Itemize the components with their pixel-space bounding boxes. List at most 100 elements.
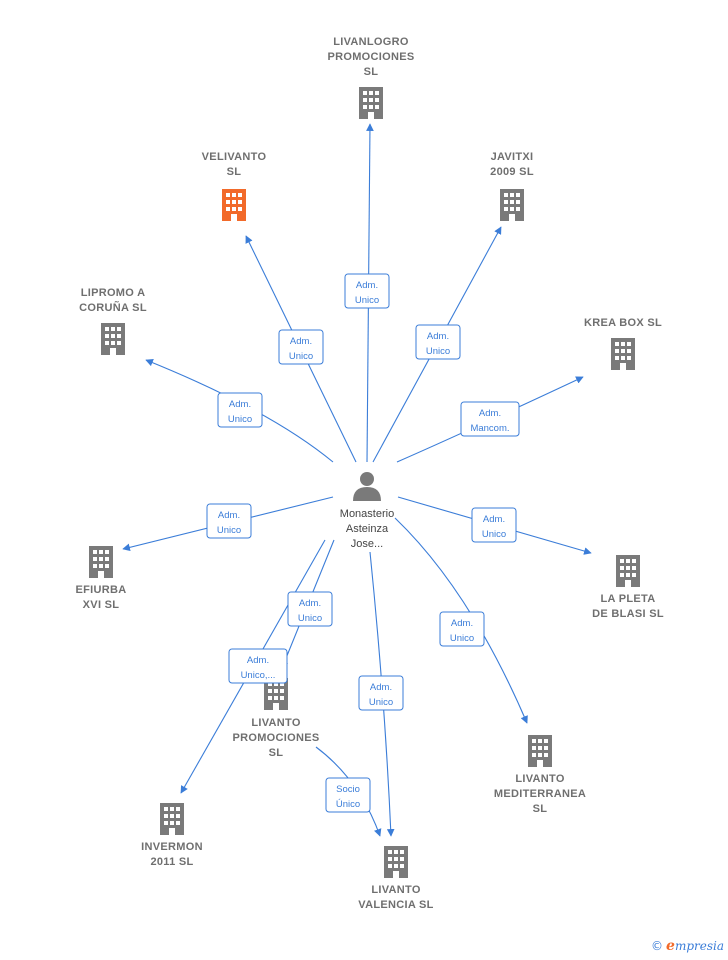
copyright-footer: ©empresia bbox=[651, 938, 724, 954]
role-text-line: Adm. bbox=[229, 399, 251, 410]
company-node-kreabox[interactable]: KREA BOX SL bbox=[584, 317, 662, 370]
company-node-livantomed[interactable]: LIVANTO MEDITERRANEA SL bbox=[494, 735, 586, 815]
role-text-line: Adm. bbox=[479, 408, 501, 419]
company-node-invermon[interactable]: INVERMON 2011 SL bbox=[141, 803, 203, 868]
role-text-line: Unico bbox=[228, 414, 252, 425]
company-name-line: PROMOCIONES bbox=[327, 51, 414, 63]
role-badge-livanlogro[interactable]: Adm. Unico bbox=[344, 273, 390, 309]
edges-layer bbox=[122, 123, 592, 837]
role-badge-invermon[interactable]: Adm. Unico,... bbox=[228, 648, 288, 684]
role-badge-box bbox=[358, 675, 404, 711]
role-text-line: Adm. bbox=[356, 280, 378, 291]
role-badge-livantopromo[interactable]: Adm. Unico bbox=[287, 591, 333, 627]
building-icon bbox=[222, 189, 246, 221]
nodes-layer: LIVANLOGRO PROMOCIONES SL VELIVANTO SL JAVITX… bbox=[76, 36, 664, 911]
role-text-line: Adm. bbox=[427, 331, 449, 342]
role-badge-box bbox=[471, 507, 517, 543]
company-name-line: LIVANTO bbox=[515, 773, 565, 785]
company-node-lapleta[interactable]: LA PLETA DE BLASI SL bbox=[592, 555, 664, 620]
company-name-line: KREA BOX SL bbox=[584, 317, 662, 329]
person-name-line: Asteinza bbox=[346, 523, 389, 535]
company-name-line: 2009 SL bbox=[490, 166, 534, 178]
role-badge-velivanto[interactable]: Adm. Unico bbox=[278, 329, 324, 365]
building-icon bbox=[384, 846, 408, 878]
role-text-line: Adm. bbox=[299, 598, 321, 609]
company-name-line: CORUÑA SL bbox=[79, 301, 147, 314]
company-name-line: SL bbox=[533, 803, 548, 815]
company-node-livantopromo[interactable]: LIVANTO PROMOCIONES SL bbox=[232, 678, 319, 759]
building-icon bbox=[500, 189, 524, 221]
role-text-line: Adm. bbox=[483, 514, 505, 525]
company-name-line: SL bbox=[269, 747, 284, 759]
building-icon bbox=[611, 338, 635, 370]
role-text-line: Adm. bbox=[451, 618, 473, 629]
role-text-line: Adm. bbox=[247, 655, 269, 666]
role-badge-box bbox=[278, 329, 324, 365]
role-text-line: Adm. bbox=[290, 336, 312, 347]
role-badge-box bbox=[439, 611, 485, 647]
building-icon bbox=[528, 735, 552, 767]
role-text-line: Adm. bbox=[370, 682, 392, 693]
role-text-line: Unico bbox=[355, 295, 379, 306]
edge-livantomed bbox=[394, 517, 528, 724]
company-name-line: XVI SL bbox=[83, 599, 120, 611]
company-node-velivanto[interactable]: VELIVANTO SL bbox=[202, 151, 267, 221]
role-text-line: Mancom. bbox=[470, 423, 509, 434]
building-icon bbox=[160, 803, 184, 835]
role-badge-box bbox=[460, 401, 520, 437]
brand-initial: e bbox=[666, 938, 675, 954]
company-name-line: LIVANTO bbox=[251, 717, 301, 729]
role-text-line: Unico,... bbox=[241, 670, 276, 681]
company-name-line: DE BLASI SL bbox=[592, 608, 664, 620]
company-name-line: SL bbox=[227, 166, 242, 178]
role-badge-box bbox=[206, 503, 252, 539]
role-text-line: Socio bbox=[336, 784, 360, 795]
role-text-line: Unico bbox=[217, 525, 241, 536]
company-name-line: LIVANLOGRO bbox=[333, 36, 409, 48]
company-name-line: PROMOCIONES bbox=[232, 732, 319, 744]
role-badge-lapleta[interactable]: Adm. Unico bbox=[471, 507, 517, 543]
company-name-line: VELIVANTO bbox=[202, 151, 267, 163]
role-badge-livantoval[interactable]: Adm. Unico bbox=[358, 675, 404, 711]
role-badge-lipromo[interactable]: Adm. Unico bbox=[217, 392, 263, 428]
person-name-line: Jose... bbox=[351, 538, 383, 550]
company-name-line: JAVITXI bbox=[491, 151, 534, 163]
role-text-line: Unico bbox=[289, 351, 313, 362]
building-icon bbox=[89, 546, 113, 578]
building-icon bbox=[359, 87, 383, 119]
company-name-line: INVERMON bbox=[141, 841, 203, 853]
role-text-line: Adm. bbox=[218, 510, 240, 521]
company-name-line: LA PLETA bbox=[601, 593, 656, 605]
company-name-line: 2011 SL bbox=[150, 856, 193, 868]
brand-name: mpresia bbox=[674, 939, 724, 953]
role-badge-box bbox=[344, 273, 390, 309]
role-badge-box bbox=[415, 324, 461, 360]
role-badge-kreabox[interactable]: Adm. Mancom. bbox=[460, 401, 520, 437]
center-person-node[interactable]: MonasterioAsteinzaJose... bbox=[340, 472, 394, 550]
company-name-line: MEDITERRANEA bbox=[494, 788, 586, 800]
role-text-line: Unico bbox=[426, 346, 450, 357]
company-name-line: LIVANTO bbox=[371, 884, 421, 896]
company-node-lipromo[interactable]: LIPROMO A CORUÑA SL bbox=[79, 287, 147, 355]
role-badge-efiurba[interactable]: Adm. Unico bbox=[206, 503, 252, 539]
role-text-line: Unico bbox=[298, 613, 322, 624]
company-name-line: SL bbox=[364, 66, 379, 78]
person-icon bbox=[353, 472, 381, 501]
role-text-line: Unico bbox=[482, 529, 506, 540]
company-node-javitxi[interactable]: JAVITXI 2009 SL bbox=[490, 151, 534, 221]
role-badge-javitxi[interactable]: Adm. Unico bbox=[415, 324, 461, 360]
company-node-livanlogro[interactable]: LIVANLOGRO PROMOCIONES SL bbox=[327, 36, 414, 119]
role-text-line: Unico bbox=[369, 697, 393, 708]
copyright-icon: © bbox=[651, 939, 664, 953]
role-text-line: Unico bbox=[450, 633, 474, 644]
company-name-line: LIPROMO A bbox=[81, 287, 146, 299]
role-badge-livantomed[interactable]: Adm. Unico bbox=[439, 611, 485, 647]
person-name-line: Monasterio bbox=[340, 508, 394, 520]
building-icon bbox=[616, 555, 640, 587]
role-badge-box bbox=[325, 777, 371, 813]
role-badge-box bbox=[228, 648, 288, 684]
